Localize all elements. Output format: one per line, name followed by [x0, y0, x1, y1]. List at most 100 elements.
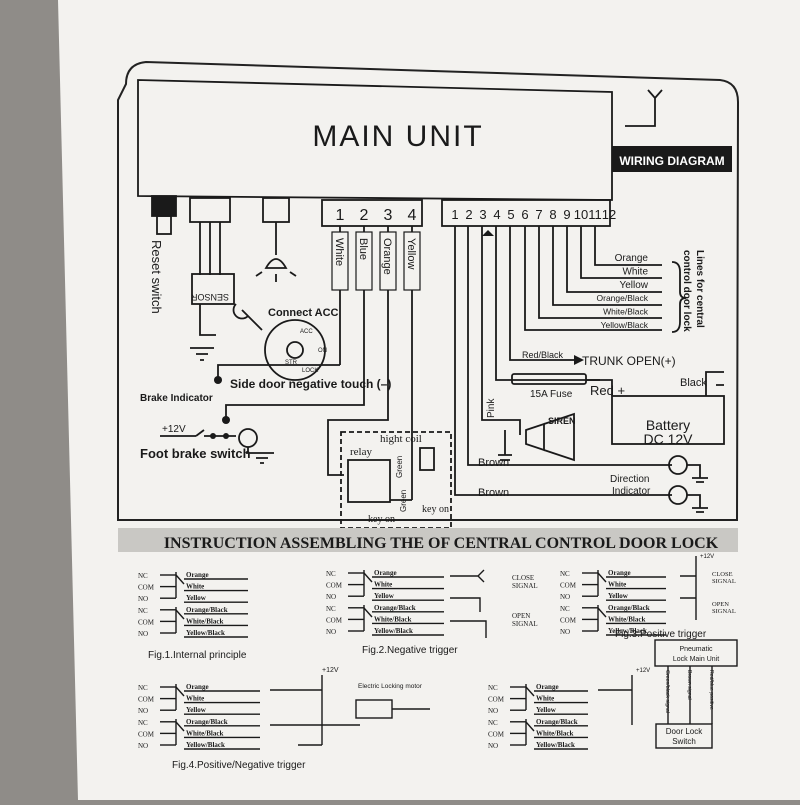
terminal-label: NO — [138, 707, 148, 715]
fig-wire-label: Yellow — [374, 592, 395, 600]
wiring-diagram-tag-bg — [612, 146, 732, 172]
terminal-number: 1 — [451, 207, 458, 222]
terminal-number: 7 — [535, 207, 542, 222]
trunk-open-label: TRUNK OPEN(+) — [582, 354, 676, 368]
fig-wire-label: Yellow — [186, 594, 207, 602]
dc-label: DC 12V — [643, 431, 693, 447]
lock-wire-label: Yellow — [619, 280, 648, 291]
lock-wire-label: Orange/Black — [597, 293, 649, 303]
fig-wire-label: White — [536, 695, 554, 703]
ignition-position-label: ACC — [300, 329, 313, 335]
wire — [525, 686, 535, 732]
wire-color-box — [379, 231, 397, 291]
fig5-pneumatic-lock: NCCOMNONCCOMNOOrangeWhiteYellowOrange/Bl… — [488, 639, 738, 750]
open-signal-label: SIGNAL — [712, 608, 736, 615]
lock-wire-label: White/Black — [603, 307, 649, 317]
wiring-diagram-tag: WIRING DIAGRAM — [619, 154, 724, 168]
wire — [450, 597, 487, 638]
brake-indicator-label: Brake Indicator — [140, 393, 213, 404]
terminal-label: NO — [138, 630, 148, 638]
wire-color-label: Yellow — [405, 238, 417, 269]
wire-color-box — [403, 231, 421, 291]
wire — [298, 675, 323, 746]
wire — [598, 675, 633, 725]
lock-wire-label: Orange — [615, 253, 649, 264]
terminal-label: NC — [138, 684, 148, 692]
red-plus-label: Red + — [590, 383, 625, 398]
fig-wire-label: Orange — [374, 569, 397, 577]
fig3-caption: Fig.3.Positive trigger — [615, 629, 707, 640]
fig-wire-label: Orange — [186, 571, 209, 579]
green-label-2: Green — [399, 490, 408, 512]
fig-wire-label: Orange/Black — [374, 604, 416, 612]
door-lock-label: Switch — [672, 737, 696, 746]
fig-wire-label: White/Black — [608, 615, 645, 623]
fig-wire-label: Orange — [536, 683, 559, 691]
terminal-number: 6 — [521, 207, 528, 222]
ignition-position-label: ON — [318, 348, 327, 354]
key-icon — [232, 303, 263, 331]
pneumatic-label: Lock Main Unit — [673, 656, 719, 663]
terminal-number: 4 — [408, 207, 417, 224]
foot-brake-label: Foot brake switch — [140, 446, 251, 461]
terminal-label: NC — [560, 570, 570, 578]
lock-wire-labels: OrangeWhiteYellowOrange/BlackWhite/Black… — [597, 253, 649, 330]
plus12v-label: +12V — [636, 668, 650, 674]
fig-wire-label: White — [186, 695, 204, 703]
plus12v-label: +12V — [700, 554, 714, 560]
fig-wire-label: White/Black — [186, 729, 223, 737]
wire — [450, 569, 485, 583]
control-lock-label: control door lock — [681, 250, 692, 332]
fuse-icon — [511, 373, 587, 385]
brace — [671, 261, 687, 333]
close-signal-label: SIGNAL — [512, 582, 538, 590]
fuse-label: 15A Fuse — [530, 389, 573, 400]
black-label: Black — [680, 377, 707, 389]
terminal-number: 3 — [384, 207, 393, 224]
lines-for-label: Lines for central — [694, 250, 705, 328]
battery-icon — [611, 395, 725, 445]
terminal-label: COM — [326, 582, 343, 590]
fig1-internal-principle: NCCOMNONCCOMNOOrangeWhiteYellowOrange/Bl… — [138, 571, 248, 661]
fig4-positive-negative-trigger: NCCOMNONCCOMNOOrangeWhiteYellowOrange/Bl… — [138, 667, 430, 771]
terminal-label: NC — [326, 570, 336, 578]
wire — [175, 574, 185, 620]
key-on-label-2: key on — [422, 504, 449, 515]
fig-wire-label: Yellow/Black — [186, 629, 225, 637]
fig-wire-label: Orange/Black — [186, 606, 228, 614]
fig1-caption: Fig.1.Internal principle — [148, 650, 247, 661]
close-signal-label: SIGNAL — [712, 578, 736, 585]
terminal-box-left — [321, 199, 423, 227]
terminal-label: NO — [326, 628, 336, 636]
terminal-label: NC — [560, 605, 570, 613]
terminal-label: COM — [488, 730, 505, 738]
fig-wire-label: Yellow — [186, 706, 207, 714]
fig-wire-label: Yellow/Black — [536, 741, 575, 749]
reset-switch-label: Reset switch — [149, 240, 164, 314]
fig3-positive-trigger: NCCOMNONCCOMNOOrangeWhiteYellowOrange/Bl… — [560, 554, 736, 640]
pneumatic-wire-label: Brown signal — [686, 670, 692, 700]
terminal-label: COM — [560, 582, 577, 590]
main-unit-box — [137, 79, 613, 201]
pneumatic-wire-label: Green/black signal — [664, 670, 670, 713]
terminal-label: COM — [138, 730, 155, 738]
instruction-banner: INSTRUCTION ASSEMBLING THE OF CENTRAL CO… — [164, 535, 719, 552]
fig-wire-label: White/Black — [374, 615, 411, 623]
door-lock-switch-box — [655, 723, 713, 749]
sensor-label: SENSOR — [190, 292, 229, 302]
fig-wire-label: Orange — [608, 569, 631, 577]
fig-wire-label: Orange/Black — [536, 718, 578, 726]
terminal-label: NO — [138, 595, 148, 603]
fig-wire-label: Yellow — [536, 706, 557, 714]
motor-label: Electric Locking motor — [358, 683, 423, 690]
fig-wire-label: Yellow — [608, 592, 629, 600]
terminal-number: 12 — [602, 207, 616, 222]
main-unit-title: MAIN UNIT — [312, 120, 483, 153]
door-lock-label: Door Lock — [666, 727, 703, 736]
terminal-label: NO — [560, 593, 570, 601]
terminal-label: NO — [138, 742, 148, 750]
open-label: OPEN — [512, 612, 530, 620]
